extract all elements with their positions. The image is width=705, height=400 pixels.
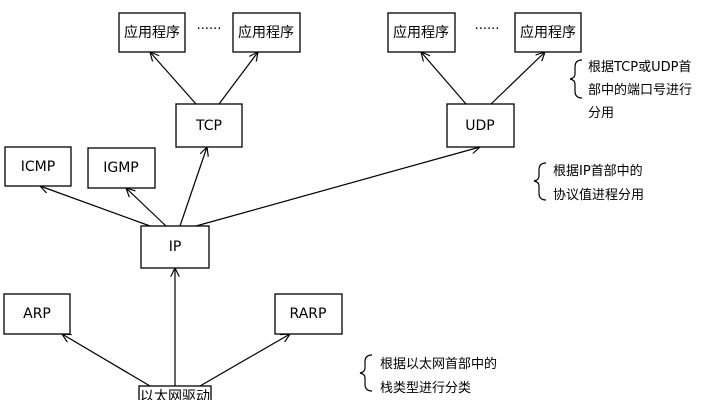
brace-proto [533, 162, 547, 201]
arrow-ip-tcp [179, 147, 207, 227]
arrow-tcp-app1 [150, 52, 197, 105]
node-app4: 应用程序 [514, 12, 582, 53]
brace-eth [359, 354, 373, 392]
node-app4-label: 应用程序 [520, 24, 576, 41]
node-app3-label: 应用程序 [393, 24, 449, 41]
arrow-udp-app3 [421, 52, 467, 105]
node-icmp-label: ICMP [21, 159, 55, 175]
arrow-tcp-app2 [218, 52, 258, 105]
annotation-proto-line1: 根据IP首部中的 [553, 163, 643, 179]
node-eth: 以太网驱动 [138, 385, 212, 400]
node-ip: IP [140, 225, 210, 269]
node-rarp-label: RARP [290, 306, 327, 322]
annotation-port-line3: 分用 [588, 106, 614, 121]
ellipsis-right: ······ [475, 22, 500, 37]
annotation-eth-line2: 栈类型进行分类 [380, 381, 471, 396]
node-tcp-label: TCP [195, 118, 222, 134]
node-igmp-label: IGMP [103, 160, 139, 176]
arrow-udp-app4 [490, 52, 545, 105]
node-app2: 应用程序 [232, 12, 301, 53]
arrows [40, 52, 545, 387]
node-ip-label: IP [169, 239, 182, 255]
node-igmp: IGMP [87, 147, 156, 189]
arrow-eth-rarp [199, 334, 290, 387]
annotation-eth-line1: 根据以太网首部中的 [380, 356, 497, 372]
node-icmp: ICMP [4, 146, 72, 187]
node-arp-label: ARP [23, 306, 51, 322]
brace-port [569, 59, 583, 99]
ellipsis-left: ······ [197, 22, 222, 37]
node-app1-label: 应用程序 [124, 24, 180, 41]
arrow-ip-igmp [126, 188, 167, 227]
node-app1: 应用程序 [118, 12, 186, 53]
node-tcp: TCP [175, 103, 243, 148]
arrow-ip-icmp [40, 186, 151, 227]
node-eth-label: 以太网驱动 [140, 389, 210, 400]
node-rarp: RARP [274, 293, 343, 335]
annotation-proto-line2: 协议值进程分用 [553, 187, 644, 203]
node-app2-label: 应用程序 [238, 24, 294, 41]
arrow-eth-arp [62, 334, 151, 387]
node-udp-label: UDP [465, 118, 494, 134]
annotation-port-line1: 根据TCP或UDP首 [588, 60, 691, 75]
node-udp: UDP [446, 103, 515, 148]
node-arp: ARP [3, 293, 71, 335]
node-app3: 应用程序 [387, 12, 456, 53]
arrow-ip-udp [195, 147, 480, 227]
annotation-port-line2: 部中的端口号进行 [588, 82, 692, 98]
